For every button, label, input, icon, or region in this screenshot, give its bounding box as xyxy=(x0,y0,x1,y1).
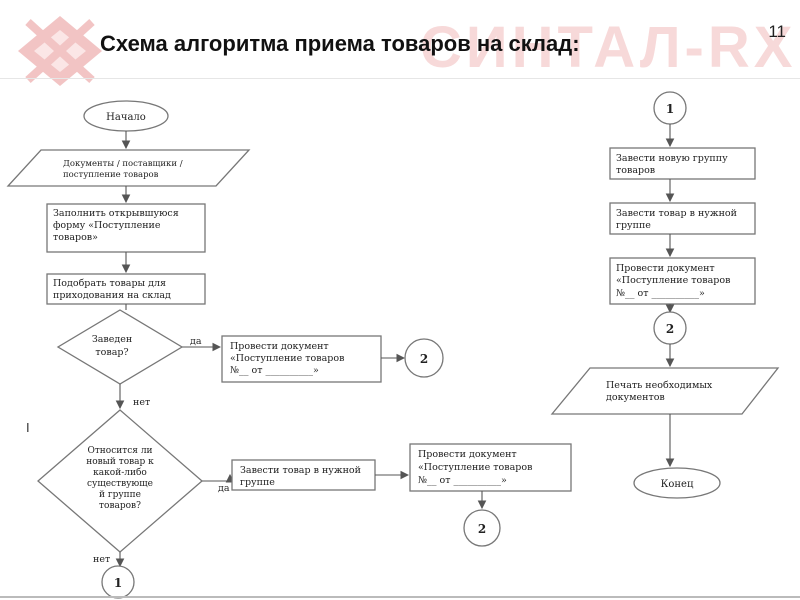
svg-text:Печать необходимых: Печать необходимых xyxy=(606,380,713,391)
svg-text:2: 2 xyxy=(478,522,486,536)
svg-text:1: 1 xyxy=(666,102,674,116)
svg-text:№__ от __________»: №__ от __________» xyxy=(616,288,705,299)
svg-text:документов: документов xyxy=(606,392,665,403)
docs-menu-io: Документы / поставщики / поступление тов… xyxy=(6,149,251,187)
svg-text:Завести товар в нужной: Завести товар в нужной xyxy=(616,208,737,219)
svg-text:№__ от __________»: №__ от __________» xyxy=(418,475,507,486)
logo-text: СИНТАЛ-RX xyxy=(420,15,797,80)
connector-2c: 2 xyxy=(653,311,687,345)
svg-text:2: 2 xyxy=(420,352,428,366)
svg-text:2: 2 xyxy=(666,322,674,336)
svg-text:Подобрать товары для: Подобрать товары для xyxy=(53,278,166,289)
header-divider xyxy=(0,78,800,79)
logo-mark-icon xyxy=(18,16,102,86)
svg-text:«Поступление товаров: «Поступление товаров xyxy=(616,275,730,286)
fill-form-process: Заполнить открывшуюся форму «Поступление… xyxy=(46,203,206,253)
svg-text:товаров: товаров xyxy=(616,165,655,176)
svg-text:группе: группе xyxy=(616,220,651,231)
stray-mark: I xyxy=(26,420,30,435)
svg-text:№__ от __________»: №__ от __________» xyxy=(230,365,319,376)
svg-text:существующе: существующе xyxy=(87,479,153,489)
svg-text:«Поступление товаров: «Поступление товаров xyxy=(418,462,532,473)
new-group-process: Завести новую группу товаров xyxy=(609,147,756,180)
yes-label: да xyxy=(190,336,202,347)
post-doc-process-3: Провести документ «Поступление товаров №… xyxy=(609,257,756,305)
decision-entered: Заведен товар? xyxy=(56,309,184,385)
end-terminal: Конец xyxy=(633,467,721,499)
post-doc-process-1: Провести документ «Поступление товаров №… xyxy=(221,335,382,383)
add-to-group-right-process: Завести товар в нужной группе xyxy=(609,202,756,235)
svg-text:й группе: й группе xyxy=(99,490,141,500)
svg-text:товаров»: товаров» xyxy=(53,232,98,243)
decision-group: Относится ли новый товар к какой-либо су… xyxy=(37,409,203,553)
no-label: нет xyxy=(93,554,110,565)
svg-text:форму «Поступление: форму «Поступление xyxy=(53,220,161,231)
svg-text:Заведен: Заведен xyxy=(92,334,132,345)
page-number: 11 xyxy=(768,22,786,41)
post-doc-process-2: Провести документ «Поступление товаров №… xyxy=(409,443,572,492)
bottom-divider xyxy=(0,596,800,598)
svg-text:поступление товаров: поступление товаров xyxy=(63,170,159,180)
svg-text:«Поступление товаров: «Поступление товаров xyxy=(230,353,344,364)
svg-text:Завести новую группу: Завести новую группу xyxy=(616,153,728,164)
pick-goods-process: Подобрать товары для приходования на скл… xyxy=(46,273,206,305)
svg-text:Провести документ: Провести документ xyxy=(418,449,517,460)
svg-text:Завести товар в нужной: Завести товар в нужной xyxy=(240,465,361,476)
svg-text:группе: группе xyxy=(240,477,275,488)
svg-text:Относится ли: Относится ли xyxy=(87,446,152,456)
no-label: нет xyxy=(133,397,150,408)
svg-text:товар?: товар? xyxy=(95,347,128,358)
connector-2b: 2 xyxy=(463,509,501,547)
svg-text:Провести документ: Провести документ xyxy=(616,263,715,274)
svg-text:Провести документ: Провести документ xyxy=(230,341,329,352)
svg-text:Конец: Конец xyxy=(661,479,694,490)
add-to-group-process: Завести товар в нужной группе xyxy=(231,459,376,491)
svg-text:Заполнить открывшуюся: Заполнить открывшуюся xyxy=(53,208,179,219)
svg-text:товаров?: товаров? xyxy=(99,501,141,511)
connector-1b: 1 xyxy=(653,91,687,125)
svg-text:1: 1 xyxy=(114,576,122,590)
svg-text:новый товар к: новый товар к xyxy=(86,457,154,467)
svg-text:приходования на склад: приходования на склад xyxy=(53,290,171,301)
slide-title: Схема алгоритма приема товаров на склад: xyxy=(100,31,580,56)
connector-1a: 1 xyxy=(101,565,135,599)
yes-label: да xyxy=(218,483,230,494)
print-docs-io: Печать необходимых документов xyxy=(550,367,780,415)
svg-text:какой-либо: какой-либо xyxy=(93,467,147,478)
connector-2a: 2 xyxy=(404,338,444,378)
svg-text:Документы / поставщики /: Документы / поставщики / xyxy=(63,159,183,169)
start-terminal: Начало xyxy=(83,100,169,132)
svg-text:Начало: Начало xyxy=(106,112,146,123)
